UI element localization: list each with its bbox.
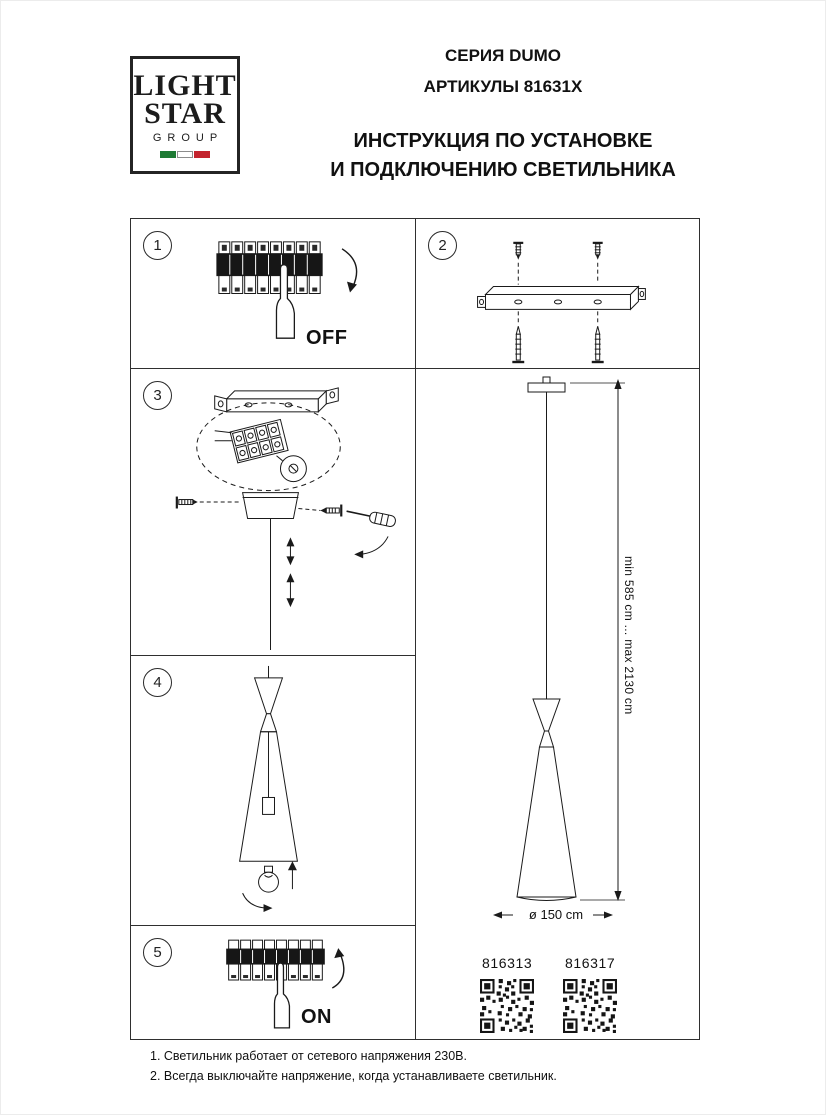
instruction-title-line1: ИНСТРУКЦИЯ ПО УСТАНОВКЕ — [353, 130, 653, 152]
step2-number: 2 — [428, 231, 457, 260]
step1-number: 1 — [143, 231, 172, 260]
step3-number: 3 — [143, 381, 172, 410]
logo-word-group: GROUP — [152, 132, 224, 145]
safety-note-2: 2. Всегда выключайте напряжение, когда у… — [150, 1069, 557, 1084]
doc-header: СЕРИЯ DUMO АРТИКУЛЫ 81631X ИНСТРУКЦИЯ ПО… — [306, 40, 700, 185]
step5-on-label: ON — [301, 1006, 332, 1028]
lamp-dimensions-panel: 2 min 585 cm ... max 2130 cm ø 150 cm 81… — [416, 369, 699, 1039]
safety-note-1: 1. Светильник работает от сетевого напря… — [150, 1049, 467, 1063]
instruction-title-line2: И ПОДКЛЮЧЕНИЮ СВЕТИЛЬНИКА — [330, 159, 676, 181]
articles-line: АРТИКУЛЫ 81631X — [423, 77, 583, 96]
flag-white-segment — [177, 151, 193, 159]
lightstar-logo: LIGHT STAR GROUP — [130, 56, 240, 174]
article-code-816317: 816317 — [565, 955, 616, 971]
step4-panel: 4 — [131, 656, 416, 926]
step5-number: 5 — [143, 938, 172, 967]
pendant-bulb-diagram — [239, 665, 298, 913]
mounting-bracket-diagram — [477, 241, 646, 364]
breaker-off-diagram — [216, 241, 358, 339]
qr-code-816317 — [563, 979, 617, 1033]
step3-panel: 3 — [131, 369, 416, 656]
step4-number: 4 — [143, 668, 172, 697]
logo-word-star: STAR — [144, 97, 226, 130]
lamp-dimension-diagram — [493, 376, 625, 919]
logo-word-light: LIGHT — [133, 68, 237, 102]
article-code-816313: 816313 — [482, 955, 533, 971]
step1-panel: 1 OFF — [131, 219, 416, 369]
series-line: СЕРИЯ DUMO — [444, 46, 562, 65]
step5-panel: 5 ON — [131, 926, 416, 1039]
wiring-assembly-diagram — [175, 387, 396, 651]
diameter-label: ø 150 cm — [528, 907, 584, 922]
logo-italian-flag — [160, 151, 210, 159]
step1-off-label: OFF — [306, 327, 348, 349]
height-range-label: min 585 cm ... max 2130 cm — [622, 556, 636, 715]
flag-red-segment — [194, 151, 210, 159]
step2-panel: 2 — [416, 219, 699, 369]
instruction-grid: 1 OFF — [130, 218, 700, 1040]
flag-green-segment — [160, 151, 176, 159]
safety-notes: 1. Светильник работает от сетевого напря… — [150, 1046, 557, 1087]
breaker-on-diagram — [226, 939, 345, 1029]
qr-code-816313 — [480, 979, 534, 1033]
